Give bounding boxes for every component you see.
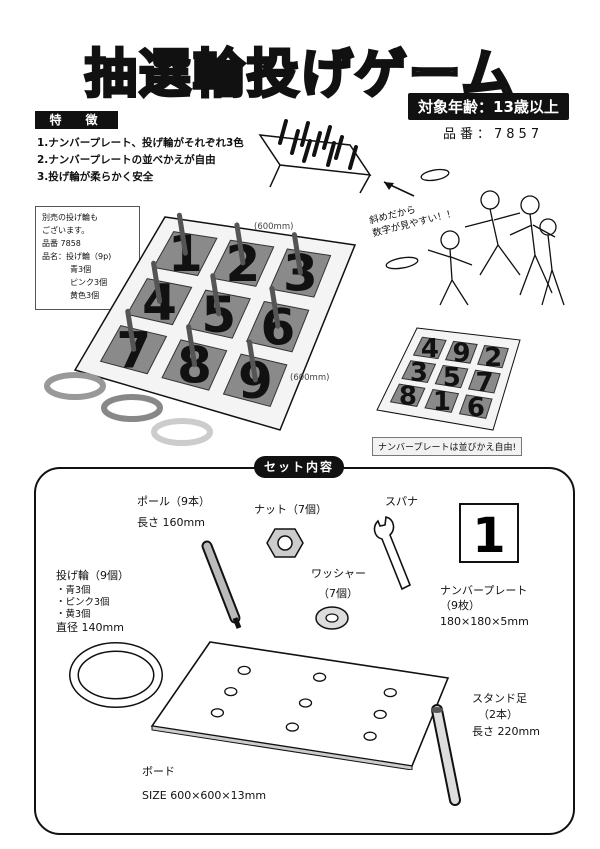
feature-item: 2.ナンバープレートの並べかえが自由 bbox=[37, 154, 216, 166]
pole bbox=[234, 222, 246, 266]
board-size: SIZE 600×600×13mm bbox=[142, 789, 267, 802]
rack-sketch bbox=[258, 119, 372, 194]
pole bbox=[186, 324, 198, 368]
board-hole bbox=[363, 731, 377, 741]
plate-number: 3 bbox=[410, 358, 428, 388]
pole bbox=[246, 339, 258, 383]
ring-color-item: ・ピンク3個 bbox=[56, 597, 110, 608]
plate-number: 5 bbox=[443, 363, 461, 393]
board-hole bbox=[312, 672, 327, 682]
stand-count: （2本） bbox=[478, 708, 518, 721]
ring bbox=[44, 372, 106, 400]
pole-label: ポール（9本） bbox=[137, 495, 210, 508]
board-hole bbox=[373, 709, 387, 720]
nut-label: ナット（7個） bbox=[254, 503, 327, 516]
ring-diameter: 直径 140mm bbox=[56, 621, 124, 634]
spanner-label: スパナ bbox=[385, 495, 418, 508]
board-hole bbox=[298, 698, 313, 708]
ring bbox=[151, 418, 213, 446]
pole bbox=[151, 260, 163, 304]
number-plate bbox=[444, 340, 478, 364]
board-hole bbox=[237, 665, 251, 676]
plate-caption: ナンバープレートは並びかえ自由! bbox=[372, 437, 523, 456]
feature-item: 3.投げ輪が柔らかく安全 bbox=[37, 171, 154, 183]
pole bbox=[210, 273, 222, 317]
number-plate bbox=[458, 394, 493, 419]
washer-count: （7個） bbox=[318, 587, 358, 600]
number-plate bbox=[477, 344, 509, 369]
ring bbox=[101, 394, 163, 422]
svg-text:1: 1 bbox=[472, 508, 505, 564]
plate-number: 6 bbox=[467, 393, 485, 423]
board-hole bbox=[224, 686, 238, 697]
plate-label: ナンバープレート bbox=[440, 584, 528, 597]
ring-color-item: ・青3個 bbox=[56, 585, 91, 596]
pole-length: 長さ 160mm bbox=[137, 516, 205, 529]
set-contents-heading: セット内容 bbox=[254, 456, 344, 478]
rings-label: 投げ輪（9個） bbox=[56, 569, 129, 582]
pole bbox=[176, 212, 188, 256]
plate-number: 1 bbox=[433, 387, 451, 417]
number-plate bbox=[401, 360, 437, 384]
board-icon bbox=[150, 641, 450, 770]
plate-number: 4 bbox=[421, 334, 439, 364]
nut-icon bbox=[266, 528, 304, 558]
stand-leg-icon bbox=[431, 704, 461, 806]
pole-icon bbox=[201, 540, 242, 629]
pole bbox=[269, 285, 281, 329]
width-dimension: (600mm) bbox=[254, 222, 294, 232]
plate-count: （9枚） bbox=[440, 599, 480, 612]
feature-item: 1.ナンバープレート、投げ輪がそれぞれ3色 bbox=[37, 137, 244, 149]
product-number: 品番：7857 bbox=[443, 127, 544, 142]
board-hole bbox=[210, 708, 225, 718]
stand-length: 長さ 220mm bbox=[472, 725, 540, 738]
stand-label: スタンド足 bbox=[472, 692, 527, 705]
spanner-icon bbox=[373, 516, 412, 591]
features-list: 1.ナンバープレート、投げ輪がそれぞれ3色 2.ナンバープレートの並べかえが自由… bbox=[37, 135, 244, 186]
number-plate bbox=[424, 388, 460, 413]
plate-size: 180×180×5mm bbox=[440, 615, 529, 628]
number-plate-icon: 1 bbox=[459, 503, 519, 564]
age-badge: 対象年齢：13歳以上 bbox=[408, 93, 569, 120]
arrow-icon bbox=[383, 181, 415, 197]
plate-number: 9 bbox=[453, 339, 471, 369]
ring-color-item: ・黄3個 bbox=[56, 609, 91, 620]
number-plate bbox=[467, 369, 501, 394]
number-plate bbox=[412, 336, 447, 360]
board-hole bbox=[383, 687, 397, 698]
board-label: ボード bbox=[142, 765, 175, 778]
pole bbox=[291, 232, 303, 276]
plate-number: 7 bbox=[476, 368, 494, 398]
game-board-illustration: 123456789 bbox=[73, 212, 357, 431]
pole bbox=[125, 308, 137, 352]
plate-number: 8 bbox=[399, 382, 417, 412]
depth-dimension: (600mm) bbox=[290, 373, 330, 383]
features-heading: 特 徴 bbox=[35, 111, 118, 129]
players-sketch bbox=[385, 168, 565, 306]
rings-illustration bbox=[44, 372, 213, 446]
number-plate bbox=[389, 383, 426, 407]
plate-number: 2 bbox=[484, 343, 502, 373]
washer-label: ワッシャー bbox=[311, 567, 366, 580]
washer-icon bbox=[315, 606, 349, 630]
number-plate bbox=[434, 364, 469, 389]
ring-icon bbox=[69, 642, 163, 708]
board-hole bbox=[285, 722, 299, 732]
